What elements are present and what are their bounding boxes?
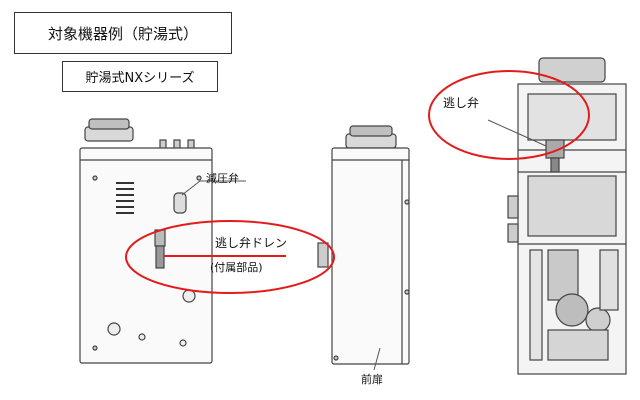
unit-internal-view <box>507 57 627 375</box>
label-relief-valve: 逃し弁 <box>443 96 480 110</box>
highlight-ellipse-relief <box>428 70 590 160</box>
label-front-door: 前扉 <box>361 373 383 386</box>
label-relief-drain: 逃し弁ドレン <box>215 236 288 250</box>
label-accessory: (付属部品) <box>210 261 263 274</box>
title-box: 対象機器例（貯湯式） <box>14 12 232 54</box>
subtitle-box: 貯湯式NXシリーズ <box>62 61 218 92</box>
diagram-title: 対象機器例（貯湯式） <box>47 24 198 43</box>
label-pressure-valve: 減圧弁 <box>206 172 239 185</box>
unit-front-view <box>317 125 410 365</box>
unit-side-view <box>79 118 213 364</box>
series-name: 貯湯式NXシリーズ <box>85 71 195 86</box>
highlight-ellipse-drain <box>125 220 335 294</box>
